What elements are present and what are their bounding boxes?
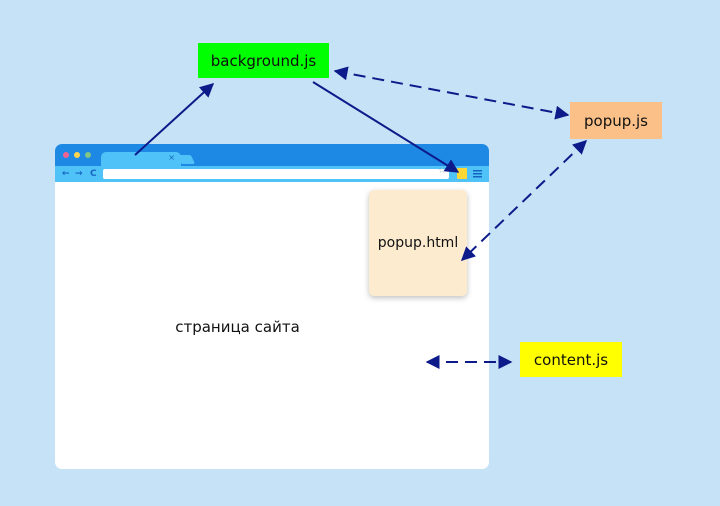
popup-js-label: popup.js [584, 111, 648, 130]
background-js-box: background.js [198, 43, 329, 78]
popup-html-window: popup.html [369, 190, 467, 296]
arrow-tab-to-background [134, 83, 215, 156]
arrow-background-popup-js-dashed [333, 66, 570, 120]
browser-tab[interactable]: × [101, 152, 181, 168]
maximize-window-dot-icon[interactable] [85, 152, 91, 158]
tab-close-icon[interactable]: × [168, 153, 175, 162]
close-window-dot-icon[interactable] [63, 152, 69, 158]
content-js-label: content.js [533, 350, 609, 369]
arrow-background-to-extension-icon [312, 81, 460, 173]
reload-icon[interactable]: C [90, 169, 97, 179]
background-js-label: background.js [210, 51, 317, 70]
address-bar[interactable]: ☆ [103, 166, 449, 179]
bookmark-star-icon[interactable]: ☆ [437, 166, 446, 176]
content-js-box: content.js [520, 342, 622, 377]
minimize-window-dot-icon[interactable] [74, 152, 80, 158]
page-content-label: страница сайта [175, 318, 300, 336]
popup-js-box: popup.js [570, 102, 662, 139]
forward-arrow-icon[interactable]: → [75, 169, 83, 179]
back-arrow-icon[interactable]: ← [62, 169, 70, 179]
popup-html-label: popup.html [377, 235, 459, 251]
arrow-popup-js-popup-html-dashed [460, 140, 588, 261]
browser-titlebar: × [55, 144, 489, 168]
